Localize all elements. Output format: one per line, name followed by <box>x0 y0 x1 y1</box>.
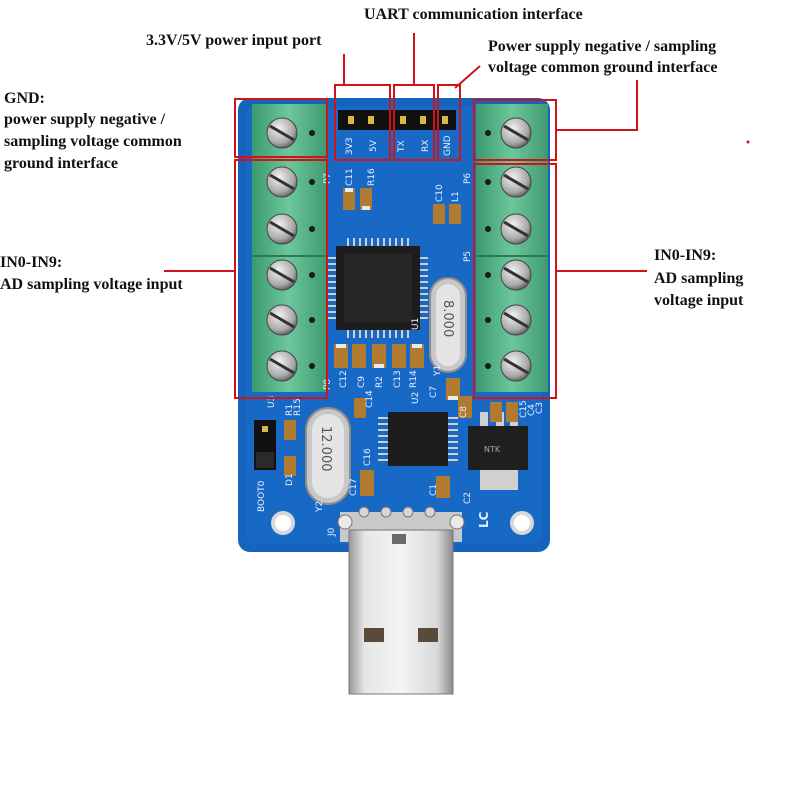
label-uart-interface: UART communication interface <box>364 6 583 23</box>
boot-jumper <box>254 420 276 470</box>
silk-lc: LC <box>477 511 491 528</box>
silk-c12: C12 <box>339 370 349 388</box>
silk-u1: U1 <box>411 318 421 330</box>
silk-p6: P6 <box>463 173 473 184</box>
stray-mark <box>746 140 750 144</box>
silk-c7: C7 <box>429 386 439 398</box>
silk-3v3: 3V3 <box>345 137 355 155</box>
label-in-left-title: IN0-IN9: <box>0 254 63 271</box>
silk-y2: Y2 <box>315 501 325 513</box>
silk-c15: C15 <box>519 400 529 418</box>
silk-tx: TX <box>397 140 407 153</box>
silk-5v: 5V <box>369 139 379 152</box>
mounting-holes <box>271 511 534 535</box>
crystal-y1 <box>429 277 467 373</box>
label-in-right-line2: AD sampling <box>654 270 744 287</box>
highlight-in-left <box>234 159 328 399</box>
silk-l1: L1 <box>451 191 461 202</box>
leader-lines <box>164 33 647 272</box>
highlight-power-port <box>334 84 391 161</box>
silk-c1: C1 <box>429 484 439 496</box>
label-gnd-right-line2: voltage common ground interface <box>488 59 718 76</box>
usb-connector <box>337 506 465 695</box>
leader-gnd-pin <box>454 65 481 89</box>
highlight-gnd-left <box>234 98 328 158</box>
silk-r16: R16 <box>367 168 377 186</box>
silk-gnd: GND <box>443 135 453 156</box>
silk-boot: BOOT0 <box>257 480 267 512</box>
silk-ntk: NTK <box>484 445 501 454</box>
crystal-y2 <box>305 407 351 505</box>
label-gnd-left-line1: power supply negative / <box>4 111 166 128</box>
silk-j0: J0 <box>327 527 337 537</box>
silkscreen-labels: 3V3 5V TX RX GND C11 R16 C10 L1 P7 P6 P5… <box>257 135 545 537</box>
silk-r2: R2 <box>375 376 385 388</box>
silk-c10: C10 <box>435 184 445 202</box>
silk-y1: Y1 <box>433 365 443 377</box>
usb-chip-u2 <box>378 412 458 466</box>
silk-r15: R15 <box>293 398 303 416</box>
silk-c9: C9 <box>357 376 367 388</box>
leader-gnd-right <box>556 80 638 131</box>
highlight-gnd-pin <box>437 84 461 161</box>
highlight-boxes <box>234 84 557 399</box>
silk-c16: C16 <box>363 448 373 466</box>
smd-components <box>284 188 518 498</box>
label-in-right-line3: voltage input <box>654 292 744 309</box>
header-pins <box>338 110 456 130</box>
label-gnd-left-line3: ground interface <box>4 155 118 172</box>
silk-c8: C8 <box>459 406 469 418</box>
left-terminal-blocks <box>252 104 326 392</box>
silk-c11: C11 <box>345 168 355 186</box>
mcu-chip-u1 <box>328 238 428 338</box>
label-power-input-port: 3.3V/5V power input port <box>146 32 322 49</box>
silk-d1: D1 <box>285 473 295 486</box>
silk-r14: R14 <box>409 370 419 388</box>
silk-c13: C13 <box>393 370 403 388</box>
right-terminal-blocks <box>476 104 548 392</box>
silk-c14: C14 <box>365 390 375 408</box>
silk-c4: C4 <box>527 404 537 416</box>
label-in-left-desc: AD sampling voltage input <box>0 276 183 293</box>
silk-c17: C17 <box>349 478 359 496</box>
silk-r1: R1 <box>285 404 295 416</box>
silk-crystal-2: 12.000 <box>318 426 333 472</box>
label-gnd-left-title: GND: <box>4 90 45 107</box>
label-gnd-right-line1: Power supply negative / sampling <box>488 38 717 55</box>
silk-crystal-1: 8.000 <box>440 300 455 337</box>
highlight-in-right <box>473 163 557 399</box>
silk-c2: C2 <box>463 492 473 504</box>
label-in-right-title: IN0-IN9: <box>654 247 717 264</box>
silk-c3: C3 <box>535 402 545 414</box>
silk-p5: P5 <box>463 251 473 262</box>
silk-u3: U3 <box>267 396 277 408</box>
label-gnd-left-line2: sampling voltage common <box>4 133 182 150</box>
silk-rx: RX <box>421 140 431 152</box>
silk-u2: U2 <box>411 392 421 404</box>
